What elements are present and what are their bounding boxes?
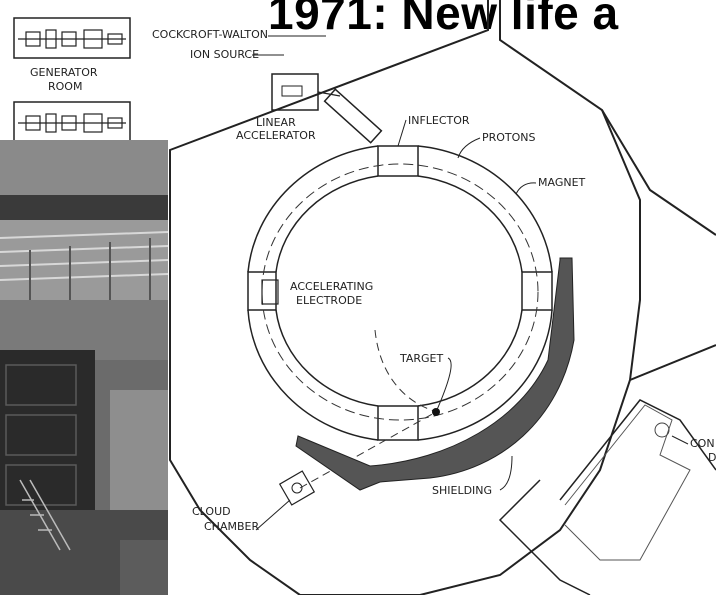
facility-photo bbox=[0, 140, 168, 595]
cloud-chamber-label-line2: CHAMBER bbox=[204, 520, 259, 533]
magnet-ring bbox=[247, 145, 553, 441]
control-room-leader bbox=[671, 435, 689, 445]
target-marker bbox=[432, 408, 440, 416]
shielding-wall bbox=[295, 257, 575, 491]
ion-source-label: ION SOURCE bbox=[190, 48, 259, 61]
building-outline bbox=[169, 0, 641, 595]
lower-right-room bbox=[559, 399, 716, 501]
cloud-chamber-window bbox=[291, 482, 303, 494]
extracted-beam bbox=[374, 329, 439, 413]
shielding-label: SHIELDING bbox=[432, 484, 492, 497]
protons-leader bbox=[457, 137, 481, 159]
linear-accelerator-label-line1: LINEAR bbox=[256, 116, 296, 129]
generator-room-box-top bbox=[13, 17, 131, 59]
shielding-leader bbox=[499, 455, 513, 491]
control-room-outline bbox=[564, 404, 691, 561]
control-room-label-line1: CON bbox=[690, 437, 715, 450]
accelerating-electrode-label-line2: ELECTRODE bbox=[296, 294, 362, 307]
target-label: TARGET bbox=[399, 352, 444, 365]
protons-label: PROTONS bbox=[482, 131, 536, 144]
right-lower-wall bbox=[629, 344, 716, 381]
accelerating-electrode-label-line1: ACCELERATING bbox=[290, 280, 373, 293]
ion-source-inner bbox=[281, 85, 303, 97]
beam-line bbox=[317, 91, 341, 97]
proton-orbit bbox=[261, 163, 539, 421]
ion-source-box bbox=[271, 73, 319, 111]
inflector-label: INFLECTOR bbox=[408, 114, 470, 127]
right-wing-wall bbox=[601, 109, 716, 236]
cloud-chamber-label-line1: CLOUD bbox=[192, 505, 231, 518]
cloud-chamber-leader bbox=[255, 499, 291, 531]
target-leader bbox=[435, 357, 452, 413]
generator-room-label-line1: GENERATOR bbox=[30, 66, 98, 79]
generator-room-label-line2: ROOM bbox=[48, 80, 82, 93]
inflector-leader bbox=[397, 119, 407, 147]
linear-accelerator-label-line2: ACCELERATOR bbox=[236, 129, 316, 142]
cockcroft-walton-label: COCKCROFT-WALTON bbox=[152, 28, 268, 41]
bottom-room-wall bbox=[498, 479, 591, 595]
slide-title: 1971: New life a bbox=[268, 0, 619, 39]
control-room-label-line2: D bbox=[708, 451, 716, 464]
magnet-leader bbox=[515, 182, 537, 195]
generator-bottom-equipment bbox=[18, 113, 126, 133]
linear-accelerator-tube bbox=[323, 88, 383, 144]
generator-top-equipment bbox=[18, 29, 126, 49]
generator-room-box-bottom bbox=[13, 101, 131, 143]
cloud-chamber bbox=[278, 470, 316, 506]
control-room-fixture bbox=[654, 422, 670, 438]
accelerating-electrode bbox=[261, 279, 279, 305]
magnet-label: MAGNET bbox=[538, 176, 586, 189]
